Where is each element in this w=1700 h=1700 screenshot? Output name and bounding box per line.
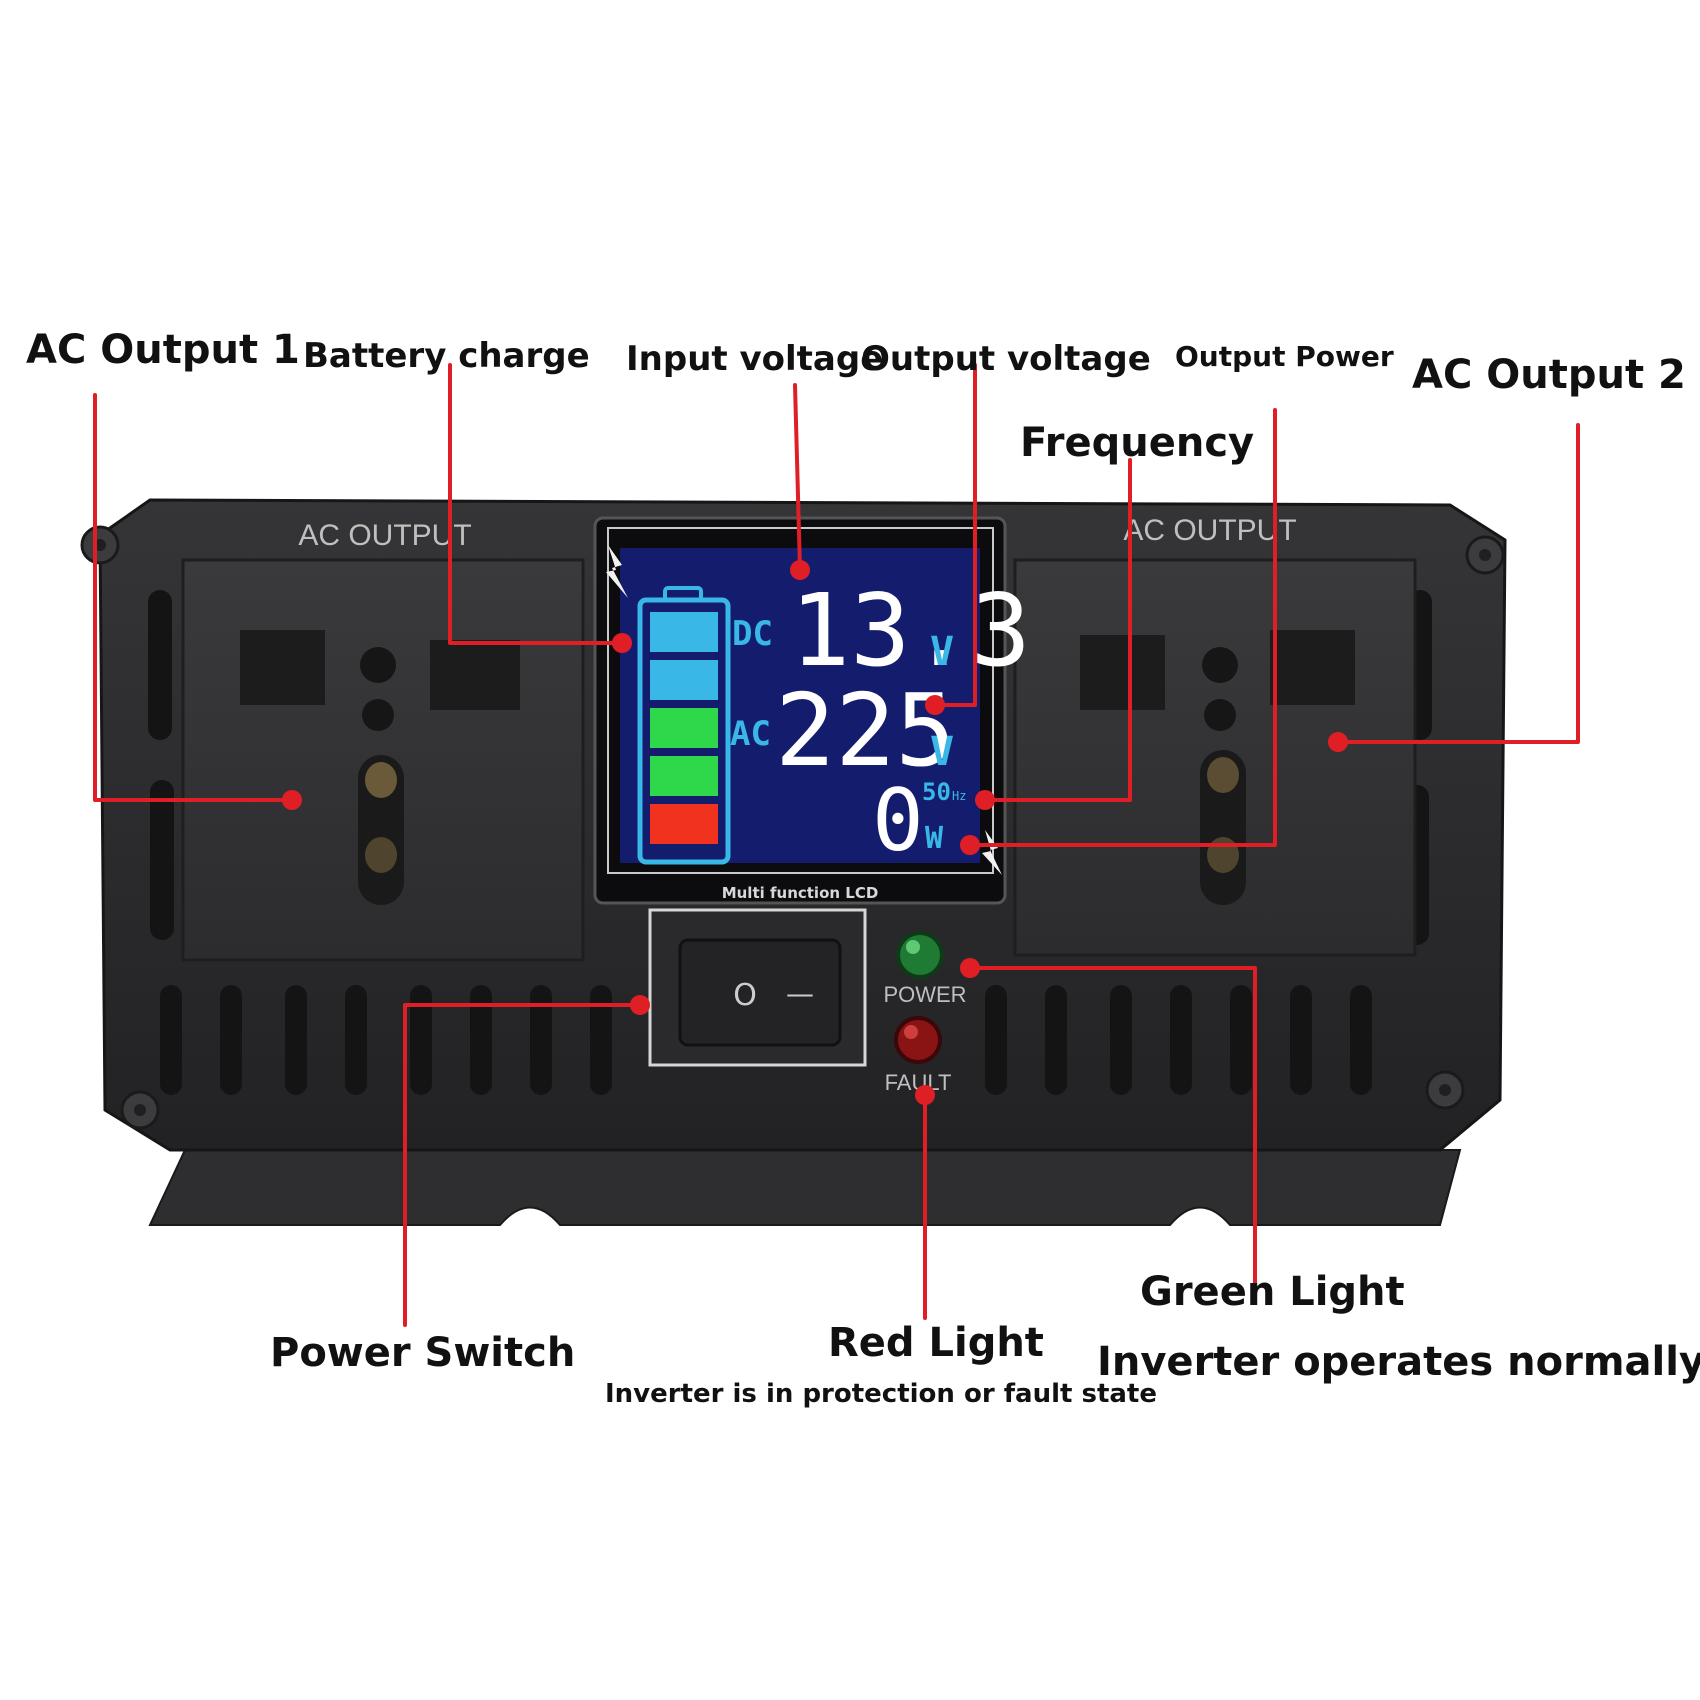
callout-ac-output-2: AC Output 2: [1412, 352, 1686, 398]
lcd-dc-unit: V: [930, 629, 954, 675]
callout-ac-output-1: AC Output 1: [26, 327, 300, 373]
vent-slot: [530, 985, 552, 1095]
vent-slot: [1350, 985, 1372, 1095]
callout-green-light-description: Inverter operates normally: [1097, 1339, 1700, 1385]
power-led-label: POWER: [883, 982, 966, 1007]
vent-slot: [1170, 985, 1192, 1095]
screw-icon: [80, 525, 120, 565]
mounting-flange: [148, 1149, 1462, 1226]
vent-slot: [345, 985, 367, 1095]
lcd-caption: Multi function LCD: [722, 884, 879, 902]
callout-power-switch: Power Switch: [270, 1330, 576, 1376]
callout-output-power: Output Power: [1175, 340, 1394, 373]
vent-slot: [1045, 985, 1067, 1095]
leader-output-power: [968, 408, 1277, 847]
vent-slot: [285, 985, 307, 1095]
vent-slot: [1110, 985, 1132, 1095]
callout-red-light: Red Light: [828, 1320, 1044, 1366]
screw-icon: [1425, 1070, 1465, 1110]
vent-slot: [160, 985, 182, 1095]
leader-battery-charge: [448, 363, 624, 645]
battery-bar: [650, 660, 718, 700]
lcd-ac-value: 225: [775, 672, 956, 789]
vent-slot: [1290, 985, 1312, 1095]
lcd-display: DC 13.3 V AC 225 V 0 50 Hz W Multi funct…: [593, 516, 1031, 905]
vent-slot: [985, 985, 1007, 1095]
leader-green-light: [968, 966, 1257, 1292]
vent-slot: [220, 985, 242, 1095]
lcd-dc-tag: DC: [732, 614, 773, 654]
leader-ac-output-1: [93, 393, 294, 802]
right-panel-label: AC OUTPUT: [1123, 514, 1296, 547]
callout-red-light-description: Inverter is in protection or fault state: [605, 1379, 1157, 1409]
battery-bar: [650, 612, 718, 652]
vent-slot: [590, 985, 612, 1095]
leader-input-voltage-dot: [790, 560, 810, 580]
power-switch[interactable]: O —: [648, 908, 867, 1067]
leader-green-light-dot: [960, 958, 980, 978]
lcd-power-value: 0: [872, 771, 924, 871]
left-panel-label: AC OUTPUT: [298, 519, 471, 552]
leader-output-power-dot: [960, 835, 980, 855]
callout-leader-lines: [93, 363, 1580, 1327]
screw-icon: [1465, 535, 1505, 575]
leader-power-switch-dot: [630, 995, 650, 1015]
lcd-frequency-value: 50: [922, 778, 951, 806]
leader-ac-output-2: [1336, 423, 1580, 744]
lcd-ac-tag: AC: [730, 714, 771, 754]
vent-slot: [1230, 985, 1252, 1095]
callout-output-voltage: Output voltage: [861, 339, 1151, 379]
leader-output-voltage-dot: [925, 695, 945, 715]
screw-icon: [120, 1090, 160, 1130]
callout-green-light: Green Light: [1140, 1269, 1405, 1315]
switch-on-symbol: —: [786, 977, 814, 1010]
lcd-frequency-unit: Hz: [952, 789, 966, 803]
leader-output-voltage: [933, 363, 977, 707]
leader-power-switch: [403, 1003, 642, 1327]
fault-led: [894, 1016, 942, 1064]
battery-level-bars: [650, 612, 718, 844]
lcd-power-unit: W: [925, 821, 944, 856]
lcd-dc-value: 13.3: [790, 572, 1031, 689]
leader-battery-charge-dot: [612, 633, 632, 653]
leader-input-voltage: [793, 383, 802, 572]
vent-slot: [410, 985, 432, 1095]
lcd-ac-unit: V: [930, 729, 954, 775]
power-led: [896, 931, 944, 979]
lightning-icon: [982, 830, 1002, 875]
leader-ac-output-2-dot: [1328, 732, 1348, 752]
battery-bar: [650, 756, 718, 796]
leader-ac-output-1-dot: [282, 790, 302, 810]
battery-bar: [650, 804, 718, 844]
callout-leader-dots: [282, 560, 1348, 1105]
lightning-icon: [606, 545, 628, 598]
battery-bar: [650, 708, 718, 748]
bottom-vents: [160, 985, 1372, 1095]
callout-frequency: Frequency: [1020, 420, 1255, 466]
callout-battery-charge: Battery charge: [303, 336, 590, 376]
vent-slot: [470, 985, 492, 1095]
leader-red-light-dot: [915, 1085, 935, 1105]
ac-output-socket-right[interactable]: [1013, 558, 1417, 957]
callout-input-voltage: Input voltage: [626, 339, 884, 379]
leader-frequency: [983, 458, 1132, 802]
leader-frequency-dot: [975, 790, 995, 810]
ac-output-socket-left[interactable]: [181, 558, 585, 962]
switch-off-symbol: O: [733, 978, 757, 1013]
battery-icon: [637, 586, 731, 865]
